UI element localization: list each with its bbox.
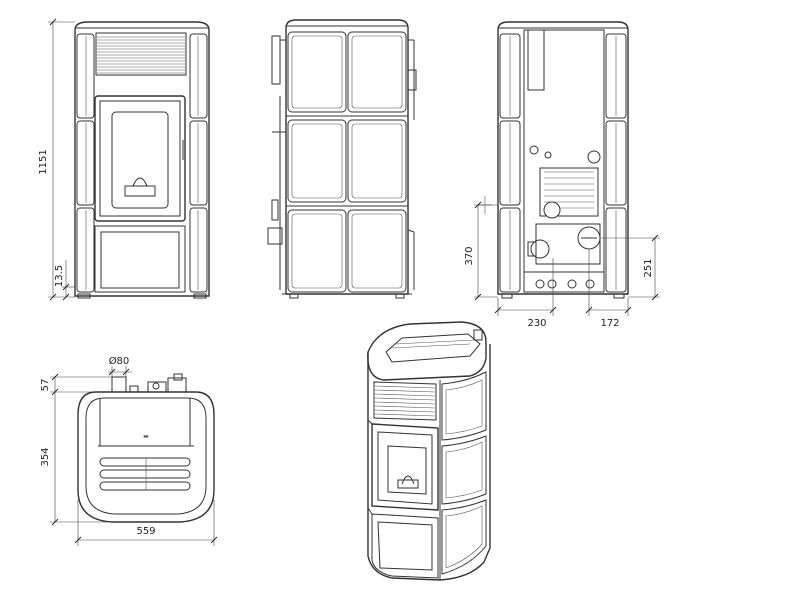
- rear-view: [478, 21, 629, 299]
- dimension-flue-diameter: Ø80: [108, 355, 132, 377]
- dimension-total-height: 1151: [38, 18, 75, 301]
- dimension-rear-projection-label: 57: [40, 379, 51, 392]
- dimension-depth: 354: [40, 392, 112, 526]
- top-view: ▬: [77, 373, 215, 523]
- dimension-inlet-height-label: 251: [643, 258, 654, 277]
- dimension-depth-label: 354: [40, 447, 51, 466]
- dimension-width: 559: [74, 500, 218, 546]
- dimension-flue-diameter-label: Ø80: [109, 355, 130, 367]
- dimension-outlet-offset-label: 230: [527, 318, 546, 329]
- front-view: [74, 21, 210, 299]
- dimension-inlet-height: 251: [600, 234, 660, 301]
- dimension-outlet-height-label: 370: [464, 246, 475, 265]
- dimension-outlet-height: 370: [464, 201, 498, 301]
- side-view: [267, 19, 417, 299]
- dimension-plinth-height-label: 13.5: [54, 265, 65, 287]
- dimension-total-height-label: 1151: [38, 149, 49, 174]
- dimension-outlet-offset: 230: [494, 258, 557, 329]
- dimension-plinth-height: 13.5: [54, 260, 75, 301]
- dimension-width-label: 559: [136, 526, 155, 537]
- perspective-view: [367, 321, 491, 581]
- svg-text:▬: ▬: [143, 433, 149, 440]
- dimension-rear-projection: 57: [40, 373, 112, 396]
- dimension-inlet-offset-label: 172: [600, 318, 619, 329]
- dimension-inlet-offset: 172: [585, 250, 632, 329]
